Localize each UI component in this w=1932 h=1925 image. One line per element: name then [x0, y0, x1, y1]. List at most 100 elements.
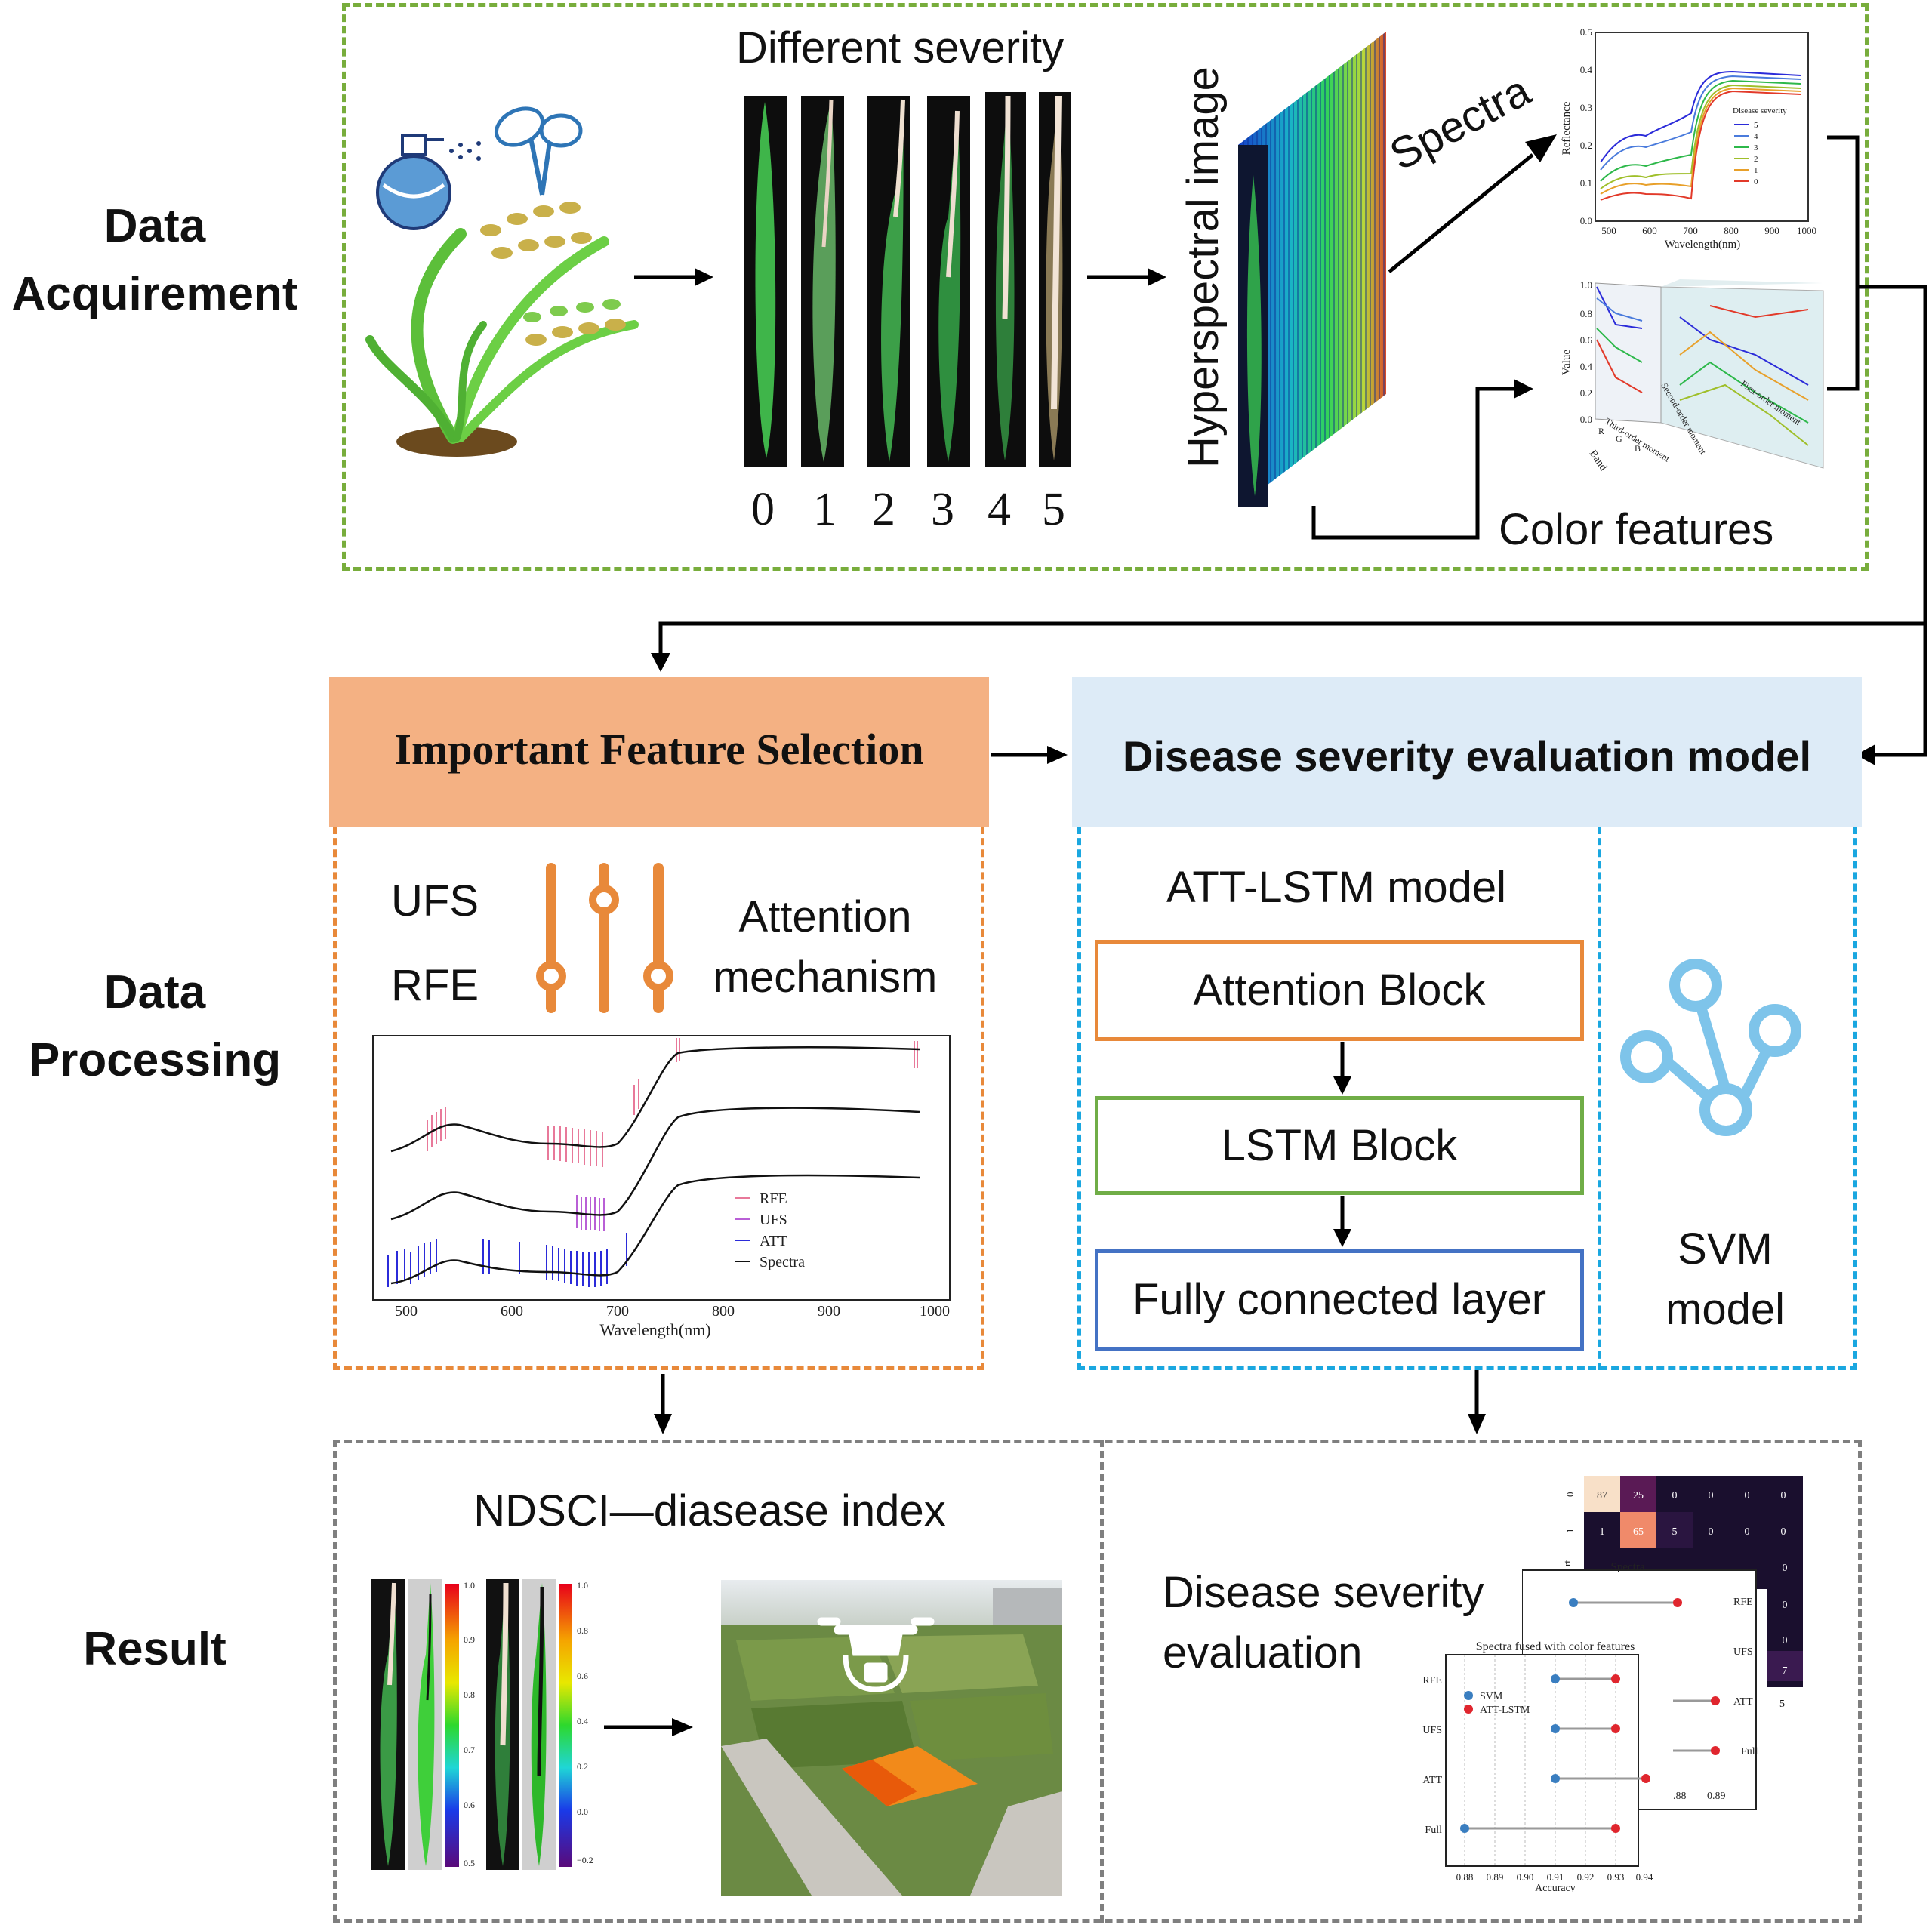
reflectance-ylabel: Reflectance — [1561, 101, 1573, 155]
colorbar-tick: 0.7 — [464, 1745, 475, 1755]
svm-line1: SVM — [1678, 1224, 1773, 1274]
cm-cell: 0 — [1709, 1490, 1714, 1502]
fs-legend-item: Spectra — [760, 1254, 805, 1270]
rice-plant-icon — [365, 202, 639, 457]
attention-line1: Attention — [738, 892, 912, 941]
cm-row-label: 0 — [1564, 1492, 1576, 1498]
legend-item: 2 — [1754, 155, 1758, 164]
svm-divider — [1598, 827, 1601, 1370]
colorbar-tick: 1.0 — [464, 1580, 475, 1591]
band-tick: G — [1616, 433, 1622, 444]
leaf-image-5 — [1039, 92, 1071, 467]
arrow-leaves-to-hyperspectral — [1087, 268, 1166, 286]
scissors-icon — [495, 106, 583, 196]
band-tick: B — [1635, 443, 1641, 454]
color-features-label: Color features — [1499, 505, 1774, 554]
fused-label: Full — [1425, 1825, 1442, 1836]
cm-corner-label: rt — [1561, 1560, 1573, 1566]
fs-xtick: 700 — [606, 1303, 629, 1320]
colorbar-tick: 0.5 — [464, 1858, 475, 1868]
band-tick: R — [1598, 426, 1604, 436]
spray-mist-icon — [449, 141, 481, 161]
back-label: RFE — [1733, 1597, 1753, 1608]
feature-selection-title: Important Feature Selection — [394, 725, 924, 774]
legend-item: 1 — [1754, 166, 1758, 175]
fused-panel-title: Spectra fused with color features — [1476, 1640, 1635, 1653]
reflectance-chart: 0.0 0.1 0.2 0.3 0.4 0.5 500 600 700 800 … — [1561, 26, 1816, 251]
cm-right-cell: 0 — [1783, 1563, 1788, 1574]
sliders-icon — [536, 863, 673, 1013]
cm-cell: 87 — [1597, 1490, 1607, 1502]
section-label-line1: Data — [103, 200, 206, 252]
color-ytick: 0.0 — [1580, 414, 1592, 425]
colorbar-tick: 0.8 — [464, 1689, 475, 1700]
colorbar-tick: 0.6 — [577, 1671, 588, 1681]
arrow-lstm-to-fc — [1333, 1196, 1351, 1247]
cm-cell: 25 — [1633, 1490, 1644, 1502]
fused-xtick: 0.93 — [1607, 1871, 1625, 1883]
color-ytick: 0.8 — [1580, 308, 1592, 319]
method-rfe: RFE — [391, 961, 479, 1010]
severity-eval-label: Disease severity evaluation — [1163, 1563, 1484, 1683]
cm-cell: 1 — [1600, 1526, 1605, 1538]
fs-legend-item: RFE — [760, 1190, 787, 1207]
colorbar-tick: 0.2 — [577, 1761, 588, 1772]
svm-line2: model — [1665, 1285, 1785, 1334]
att-lstm-point — [1641, 1774, 1650, 1783]
result-divider — [1100, 1440, 1104, 1923]
field-drone-image — [721, 1580, 1062, 1896]
leaf-image-1 — [801, 96, 844, 467]
legend-item: 4 — [1754, 132, 1758, 141]
reflectance-ytick: 0.2 — [1580, 140, 1592, 151]
color-features-chart: 0.0 0.2 0.4 0.6 0.8 1.0 Value R G B Band… — [1561, 279, 1824, 473]
cm-cell: 0 — [1709, 1526, 1714, 1538]
fused-xtick: 0.91 — [1547, 1871, 1564, 1883]
color-ytick: 0.6 — [1580, 334, 1593, 346]
section-label-line2: Processing — [28, 1034, 282, 1086]
severity-eval-line1: Disease severity — [1163, 1568, 1484, 1617]
attention-line2: mechanism — [713, 953, 938, 1002]
hyperspectral-cube — [1238, 32, 1386, 507]
ndsci-leaf-map-2 — [522, 1579, 556, 1870]
att-lstm-point — [1611, 1724, 1620, 1733]
cm-bottom-label: 5 — [1779, 1699, 1785, 1710]
back-label: ATT — [1733, 1696, 1753, 1708]
arrow-features-to-model — [991, 746, 1068, 764]
svm-point — [1551, 1774, 1560, 1783]
feature-selection-header: Important Feature Selection — [329, 677, 989, 827]
reflectance-xtick: 600 — [1642, 225, 1657, 236]
reflectance-ytick: 0.3 — [1580, 102, 1592, 113]
arrow-cube-to-color-features — [1311, 379, 1533, 540]
feature-selection-chart: 500 600 700 800 900 1000 Wavelength(nm) … — [372, 1035, 951, 1339]
fused-legend-item: SVM — [1480, 1691, 1503, 1702]
severity-level: 4 — [988, 484, 1011, 535]
cm-cell: 0 — [1745, 1490, 1750, 1502]
colorbar-tick: 0.8 — [577, 1625, 588, 1636]
svm-point — [1551, 1724, 1560, 1733]
reflectance-xtick: 800 — [1724, 225, 1739, 236]
evaluation-model-header: Disease severity evaluation model — [1072, 677, 1862, 827]
fs-legend-item: ATT — [760, 1233, 787, 1249]
cm-right-cell: 7 — [1783, 1665, 1788, 1677]
spectra-panel-title: Spectra — [1611, 1561, 1645, 1573]
arrow-leaf-to-field — [604, 1718, 693, 1736]
connector-right — [1827, 135, 1927, 765]
arrow-attention-to-lstm — [1333, 1042, 1351, 1095]
fs-xtick: 1000 — [920, 1303, 950, 1320]
fs-xtick: 500 — [395, 1303, 418, 1320]
fused-xtick: 0.90 — [1517, 1871, 1534, 1883]
color-ytick: 1.0 — [1580, 279, 1592, 291]
fused-xtick: 0.92 — [1577, 1871, 1595, 1883]
cm-cell: 65 — [1633, 1526, 1644, 1538]
cm-cell: 0 — [1745, 1526, 1750, 1538]
cm-cell: 0 — [1781, 1526, 1786, 1538]
reflectance-xtick: 1000 — [1797, 225, 1816, 236]
svm-model-label: SVM model — [1601, 1219, 1850, 1340]
fs-xlabel: Wavelength(nm) — [599, 1320, 710, 1339]
connector-to-feature-selection — [651, 621, 1925, 672]
leaf-image-3 — [927, 96, 970, 467]
att-lstm-title: ATT-LSTM model — [1166, 863, 1507, 912]
cm-cell: 0 — [1781, 1490, 1786, 1502]
result-frame — [333, 1440, 1862, 1923]
svm-point — [1551, 1674, 1560, 1683]
